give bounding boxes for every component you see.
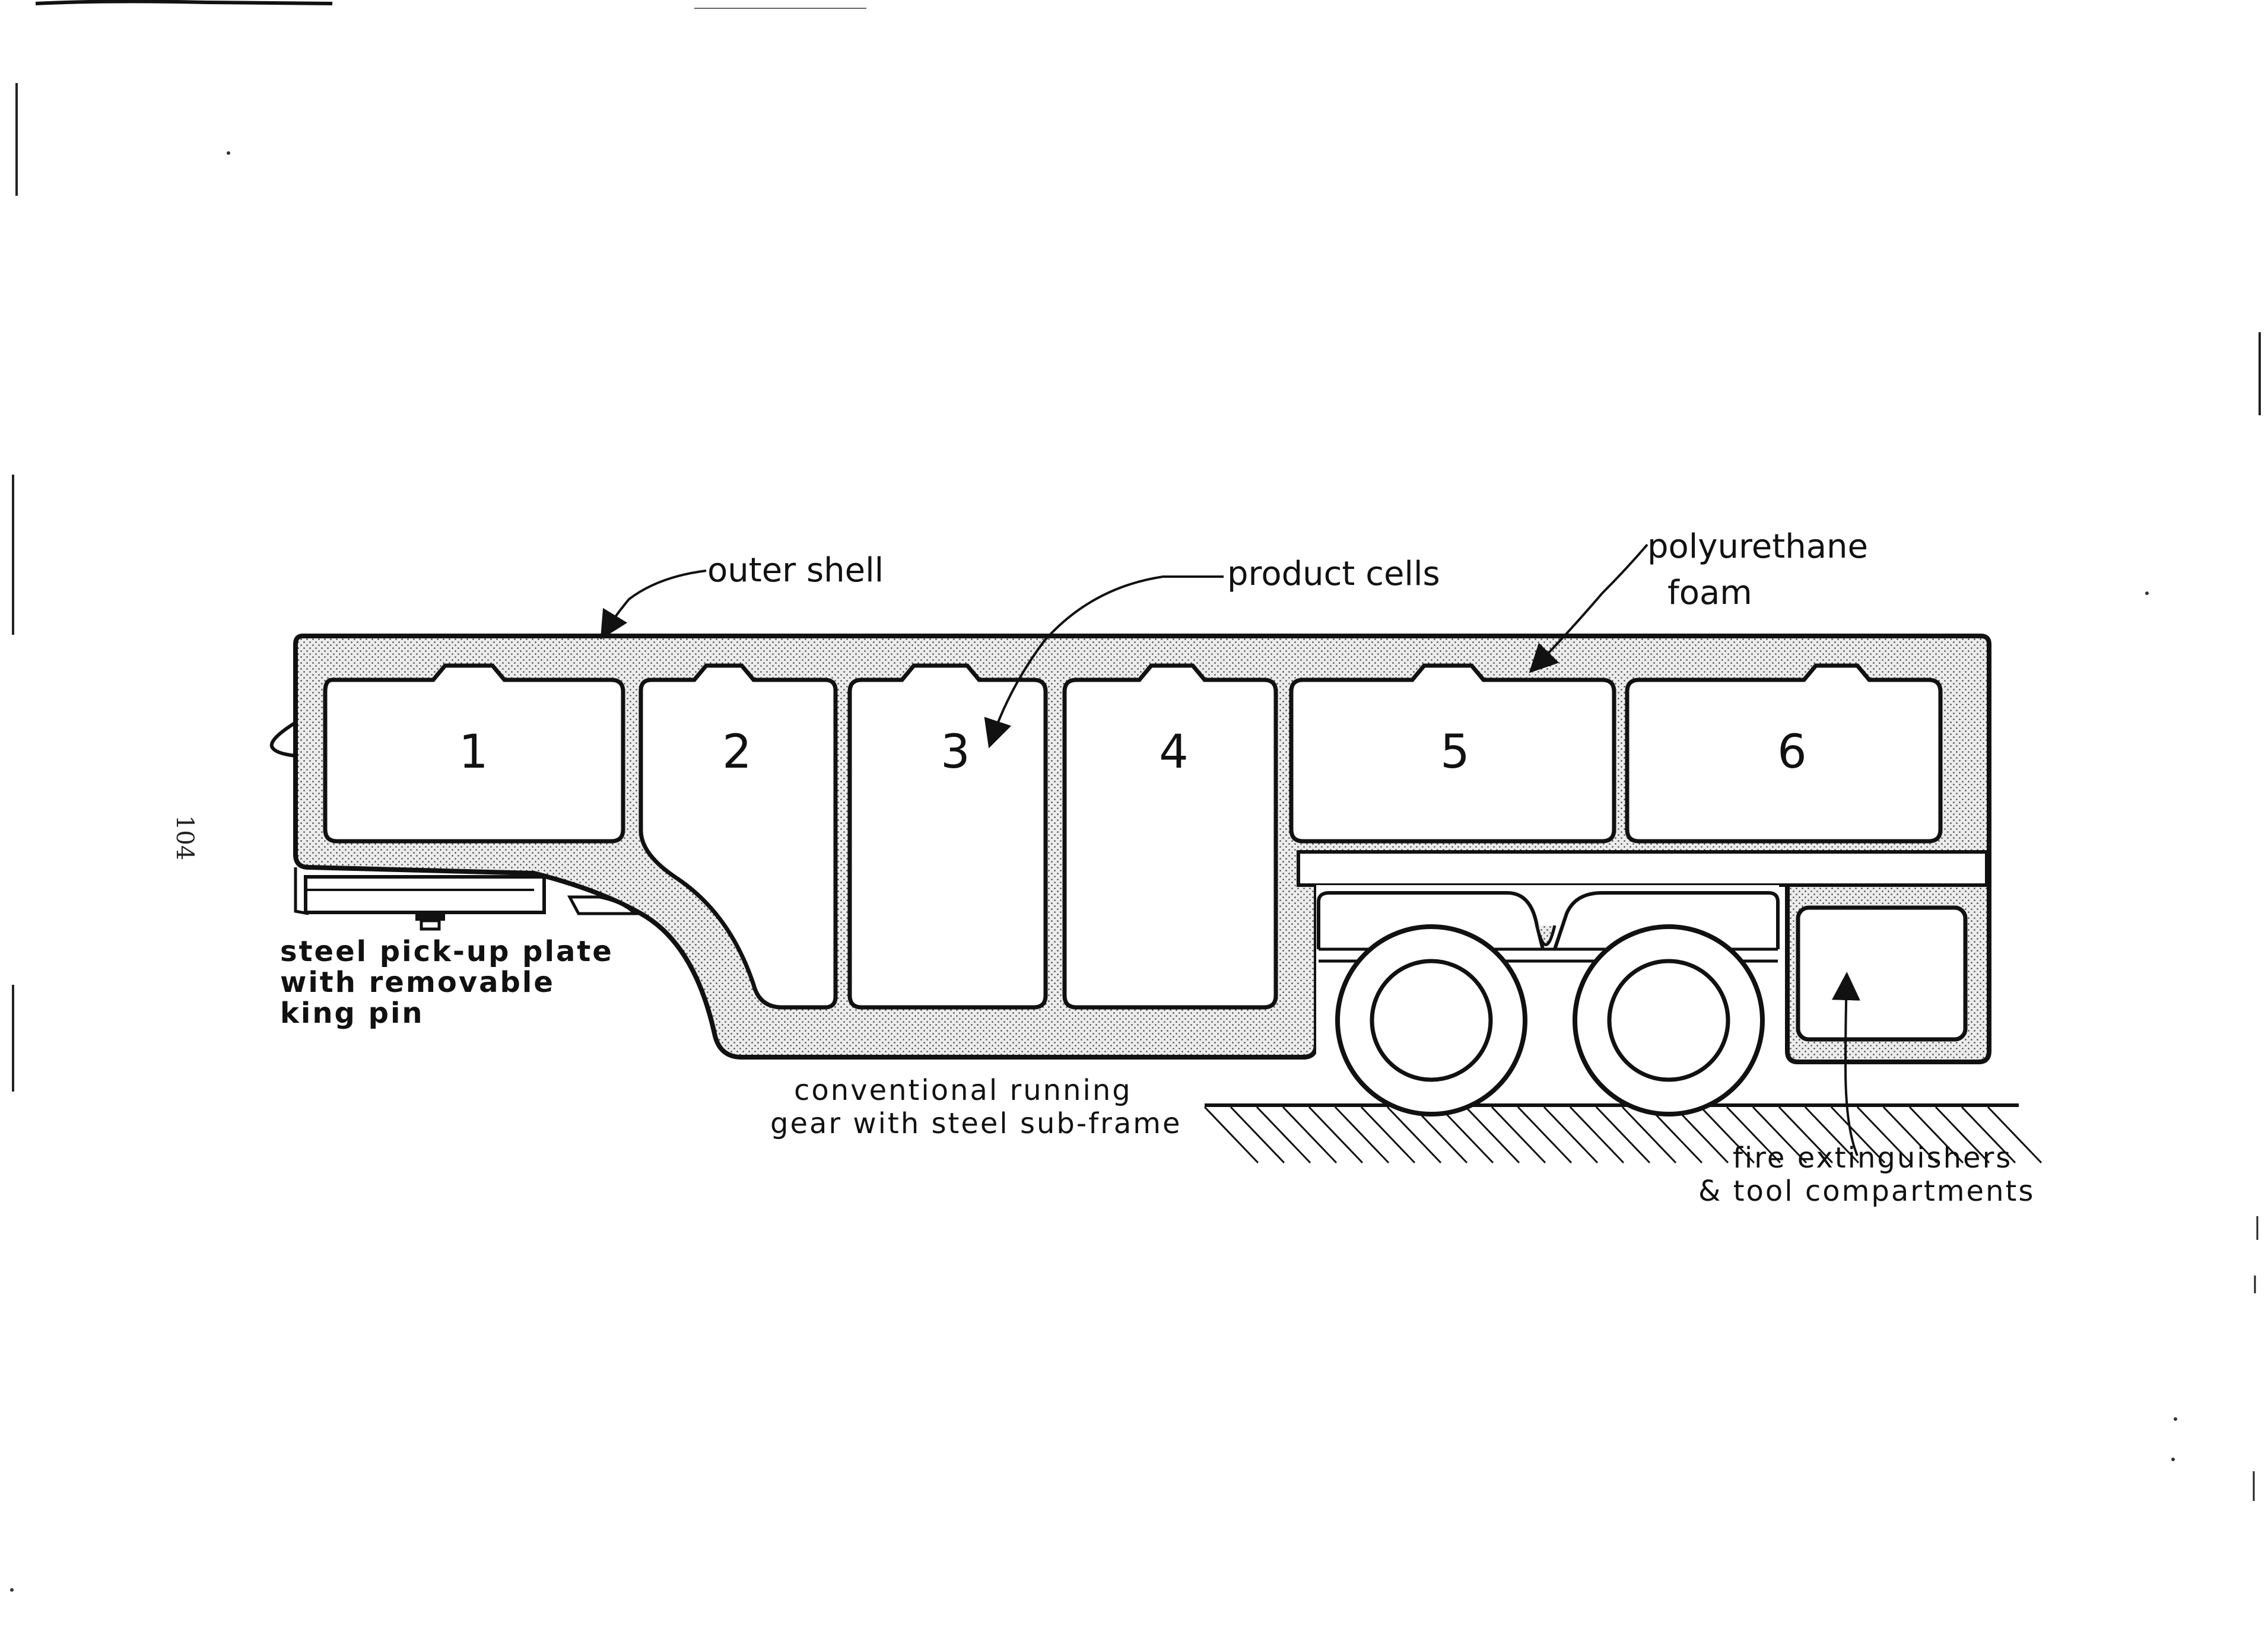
- king-pin: [415, 912, 445, 929]
- wheel-front: [1338, 927, 1525, 1114]
- page-number: 104: [171, 815, 198, 860]
- running-gear-label-line1: conventional running: [794, 1074, 1132, 1107]
- front-nose: [272, 723, 296, 756]
- pickup-plate-label-line2: with removable: [280, 966, 555, 999]
- pickup-plate-label-line3: king pin: [280, 997, 424, 1030]
- ground-hatch-stroke: [1596, 1107, 1650, 1163]
- ground-hatch-stroke: [1257, 1107, 1310, 1163]
- ground-hatch-stroke: [1283, 1107, 1336, 1163]
- cell-number-4: 4: [1159, 726, 1189, 779]
- product-cell-3: [850, 666, 1046, 1007]
- cell-number-1: 1: [459, 726, 488, 779]
- ground-hatch-stroke: [1335, 1107, 1389, 1163]
- product-cell-4: [1065, 666, 1276, 1007]
- fire-extinguishers-label-line2: & tool compartments: [1698, 1175, 2035, 1208]
- cell-number-3: 3: [941, 726, 970, 779]
- cell-number-6: 6: [1777, 726, 1807, 779]
- steel-sub-frame: [1298, 852, 1987, 885]
- tool-compartment: [1798, 908, 1965, 1039]
- product-cells-label: product cells: [1227, 555, 1440, 593]
- arrow-outer-shell: [604, 571, 706, 634]
- ground-hatch-stroke: [1231, 1107, 1284, 1163]
- ground-hatch-stroke: [1544, 1107, 1597, 1163]
- ground-hatch-stroke: [1492, 1107, 1545, 1163]
- fire-extinguishers-label-line1: fire extinguishers: [1733, 1141, 2012, 1175]
- cell-number-5: 5: [1440, 726, 1470, 779]
- running-gear: [1316, 885, 1779, 1114]
- polyurethane-label: polyurethane: [1647, 527, 1868, 566]
- ground-hatch-stroke: [1309, 1107, 1362, 1163]
- wheel-rear: [1575, 927, 1762, 1114]
- pickup-plate-label-line1: steel pick-up plate: [280, 935, 614, 968]
- running-gear-label-line2: gear with steel sub-frame: [770, 1107, 1182, 1140]
- ground-hatch-stroke: [1570, 1107, 1624, 1163]
- ground-hatch-stroke: [1440, 1107, 1493, 1163]
- ground-hatch-stroke: [1518, 1107, 1571, 1163]
- ground-hatch-stroke: [1466, 1107, 1519, 1163]
- foam-label: foam: [1667, 574, 1752, 612]
- cell-number-2: 2: [722, 726, 752, 779]
- outer-shell-label: outer shell: [707, 551, 884, 590]
- ground-hatch-stroke: [1205, 1107, 1258, 1163]
- ground-hatch-stroke: [1361, 1107, 1415, 1163]
